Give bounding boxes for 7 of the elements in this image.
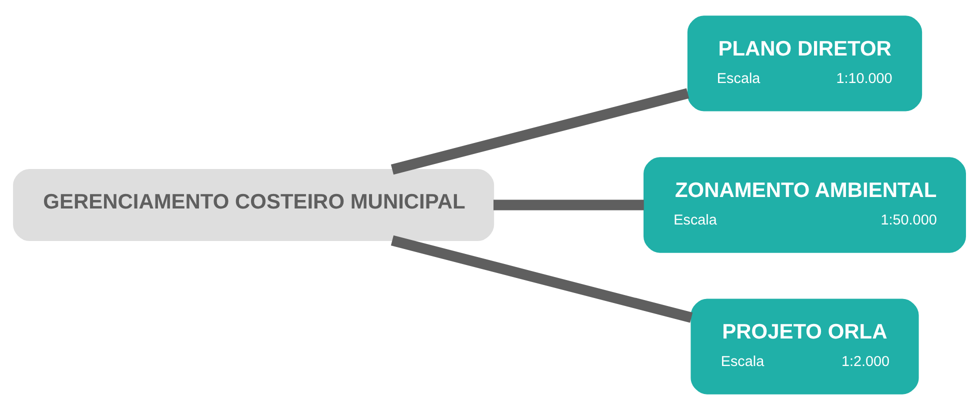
node-box: PROJETO ORLA Escala 1:2.000	[690, 298, 919, 394]
node-box: PLANO DIRETOR Escala 1:10.000	[687, 15, 922, 111]
node-box: ZONAMENTO AMBIENTAL Escala 1:50.000	[644, 156, 966, 252]
connector	[493, 199, 644, 210]
connector	[390, 234, 693, 322]
node-box: GERENCIAMENTO COSTEIRO MUNICIPAL	[13, 168, 494, 241]
connector	[390, 88, 690, 174]
